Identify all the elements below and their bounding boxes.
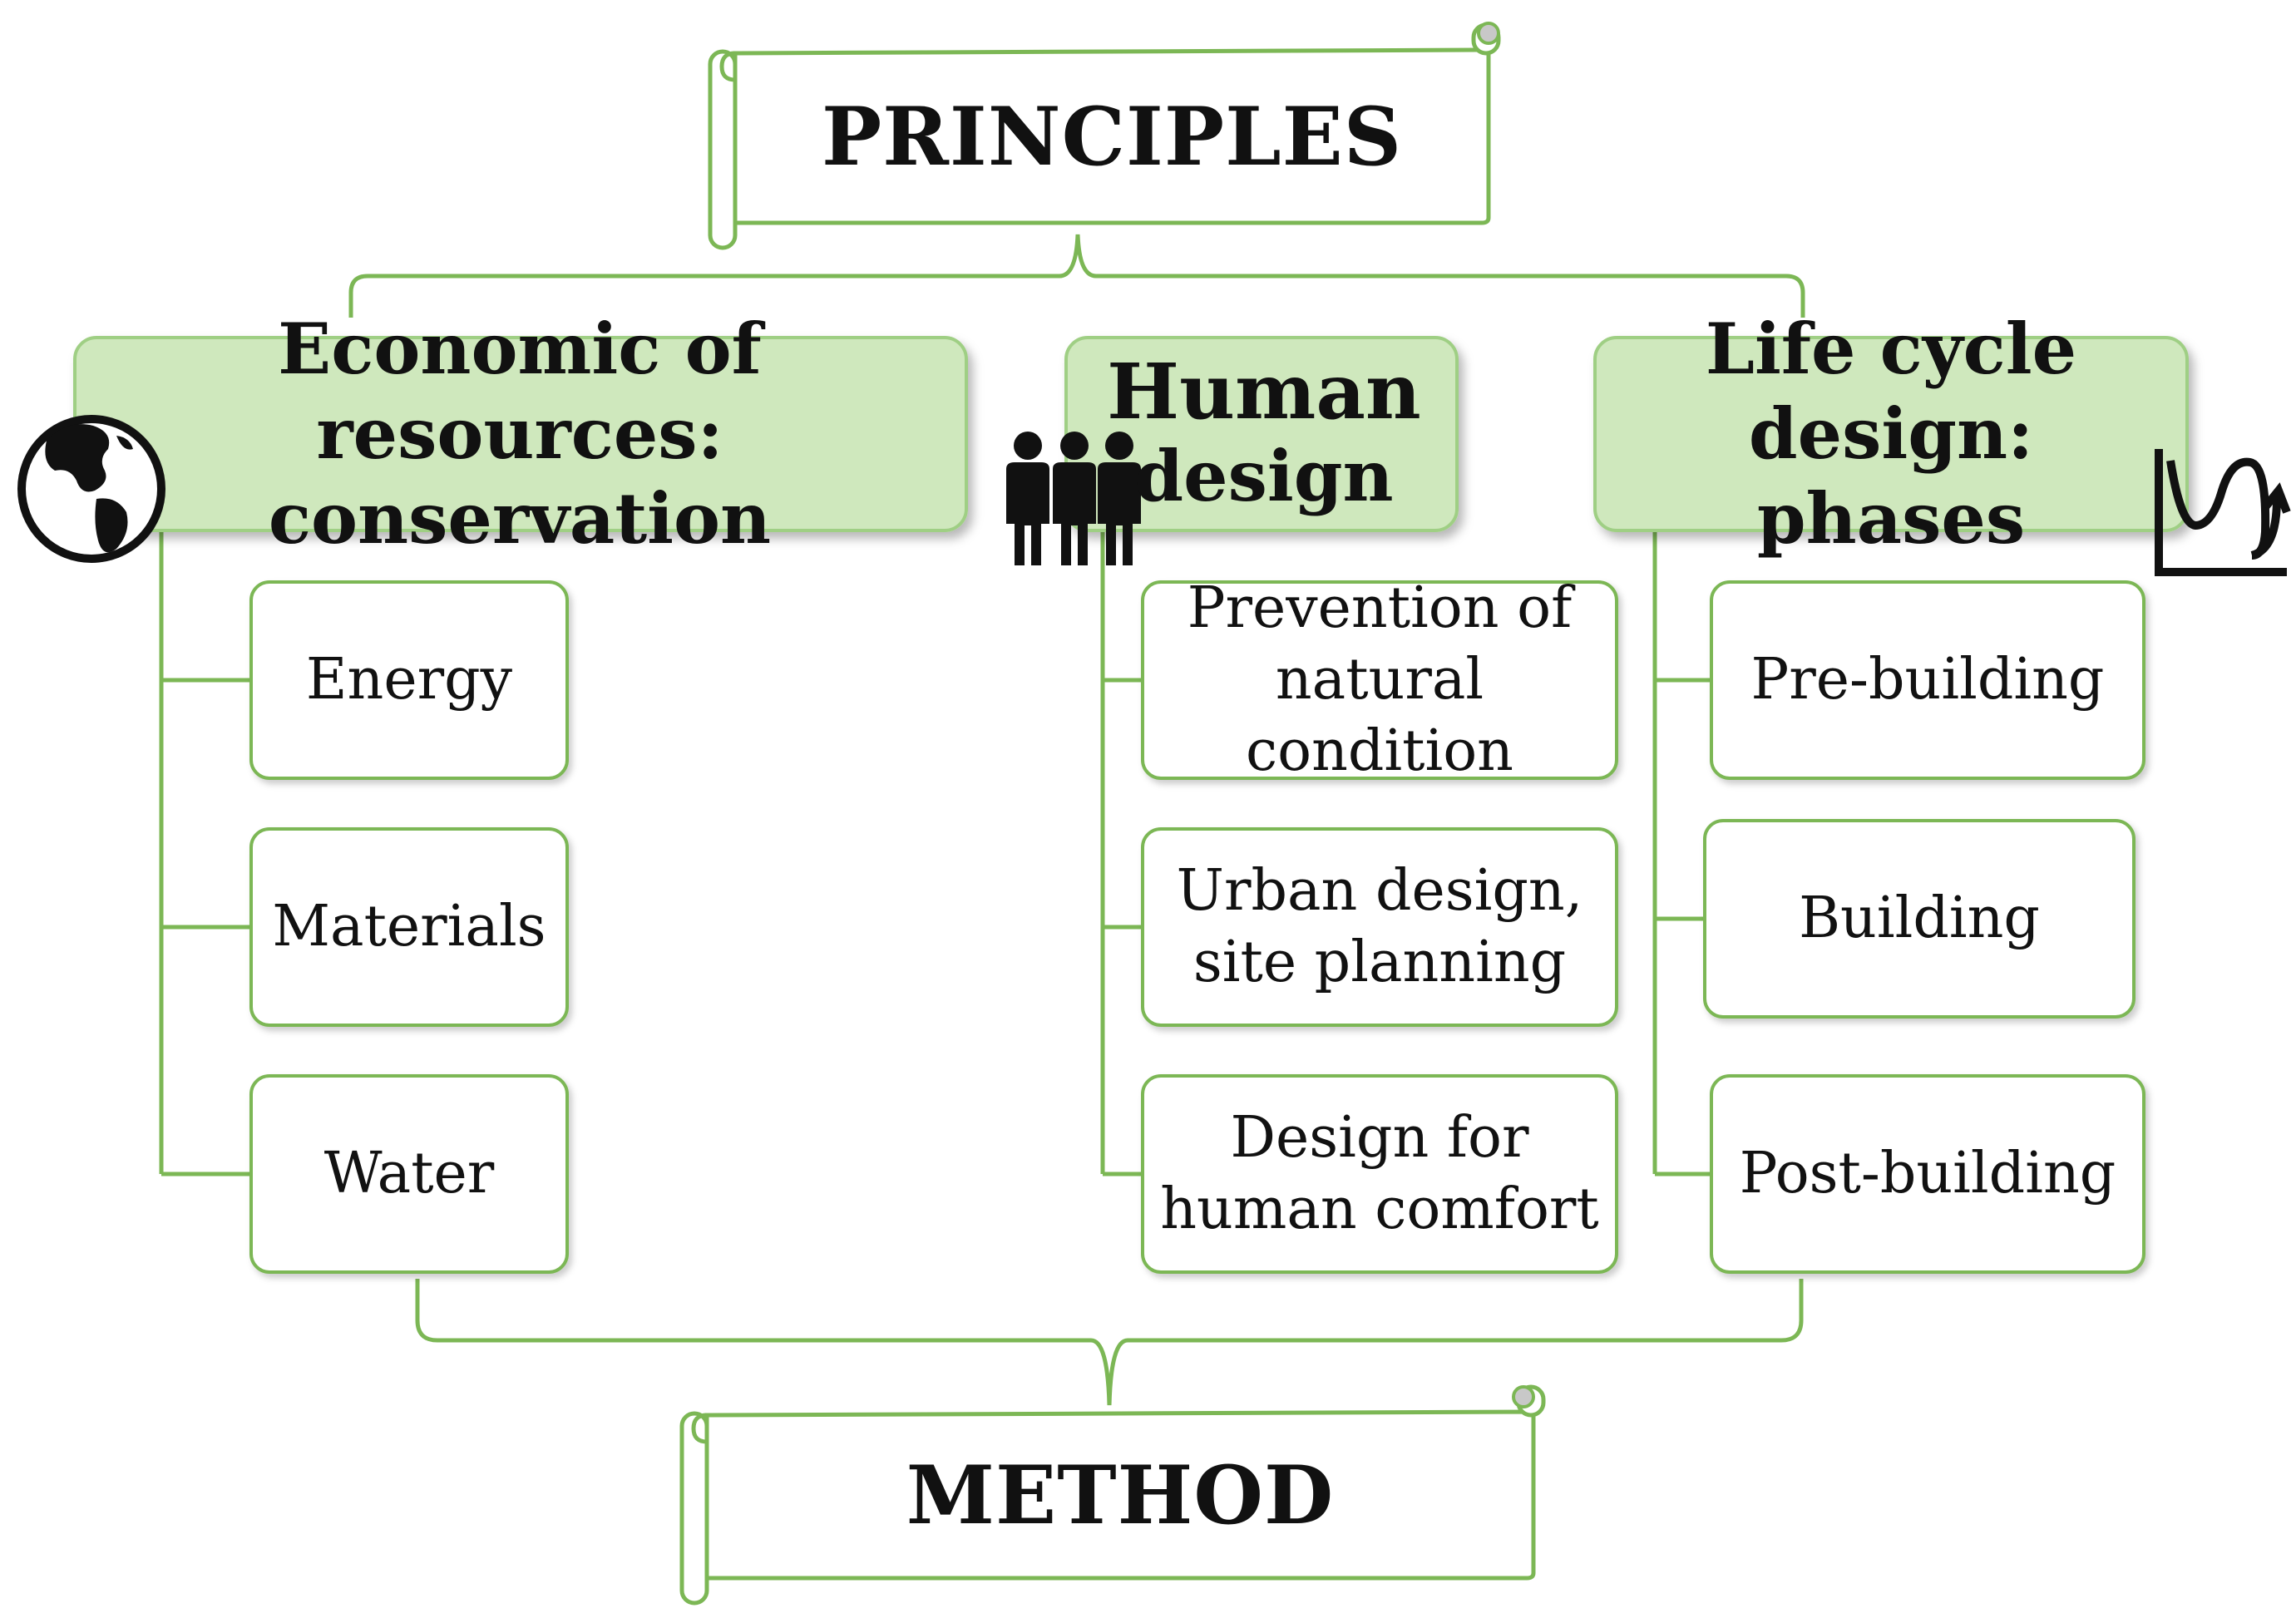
growth-chart-icon [2155,449,2291,576]
leaf-prevention-line1: Prevention of [1187,575,1573,641]
header-title-economic-line2: conservation [268,477,772,560]
header-title-lifecycle-line1: Life cycle design: [1705,308,2077,475]
method-title: METHOD [906,1448,1335,1542]
globe-icon [17,415,165,563]
header-box-human [1064,336,1459,532]
leaf-human-comfort-line1: Design for [1230,1105,1529,1171]
leaf-post-building: Post-building [1739,1141,2116,1206]
leaf-prevention-line2: natural [1275,647,1484,713]
top-scroll-banner [708,22,1501,250]
bottom-bracket [415,1279,1804,1406]
header-title-human-line1: Human [1107,347,1421,437]
right-tree-connectors [1652,532,1711,1177]
leaf-urban-design: Urban design, site planning [1143,829,1617,1025]
header-title-economic: Economic of resources: conservation [100,308,940,560]
leaf-pre-building: Pre-building [1750,647,2105,713]
leaf-human-comfort-line2: human comfort [1160,1177,1599,1242]
bottom-scroll-banner [679,1384,1546,1606]
middle-tree-connectors [1100,532,1143,1177]
leaf-urban-design-line1: Urban design, [1176,858,1583,924]
header-box-lifecycle [1593,336,2189,532]
principles-title: PRINCIPLES [821,89,1403,184]
header-title-economic-line1: Economic of resources: [278,308,762,475]
leaf-human-comfort: Design for human comfort [1143,1076,1617,1272]
header-title-human-line2: design [1134,435,1394,517]
header-title-human: Human design [1081,338,1447,530]
top-bracket [348,234,1805,318]
leaf-prevention: Prevention of natural condition [1143,574,1617,787]
header-title-lifecycle-line2: phases [1756,477,2026,560]
header-title-lifecycle: Life cycle design: phases [1595,308,2187,560]
people-icon [1006,432,1141,565]
leaf-building: Building [1799,885,2040,951]
leaf-materials: Materials [272,894,546,959]
leaf-urban-design-line2: site planning [1192,930,1567,995]
leaf-prevention-line3: condition [1246,718,1513,784]
leaf-water: Water [323,1141,495,1206]
leaf-boxes [249,580,2145,1274]
leaf-energy: Energy [305,647,513,713]
left-tree-connectors [159,532,251,1177]
